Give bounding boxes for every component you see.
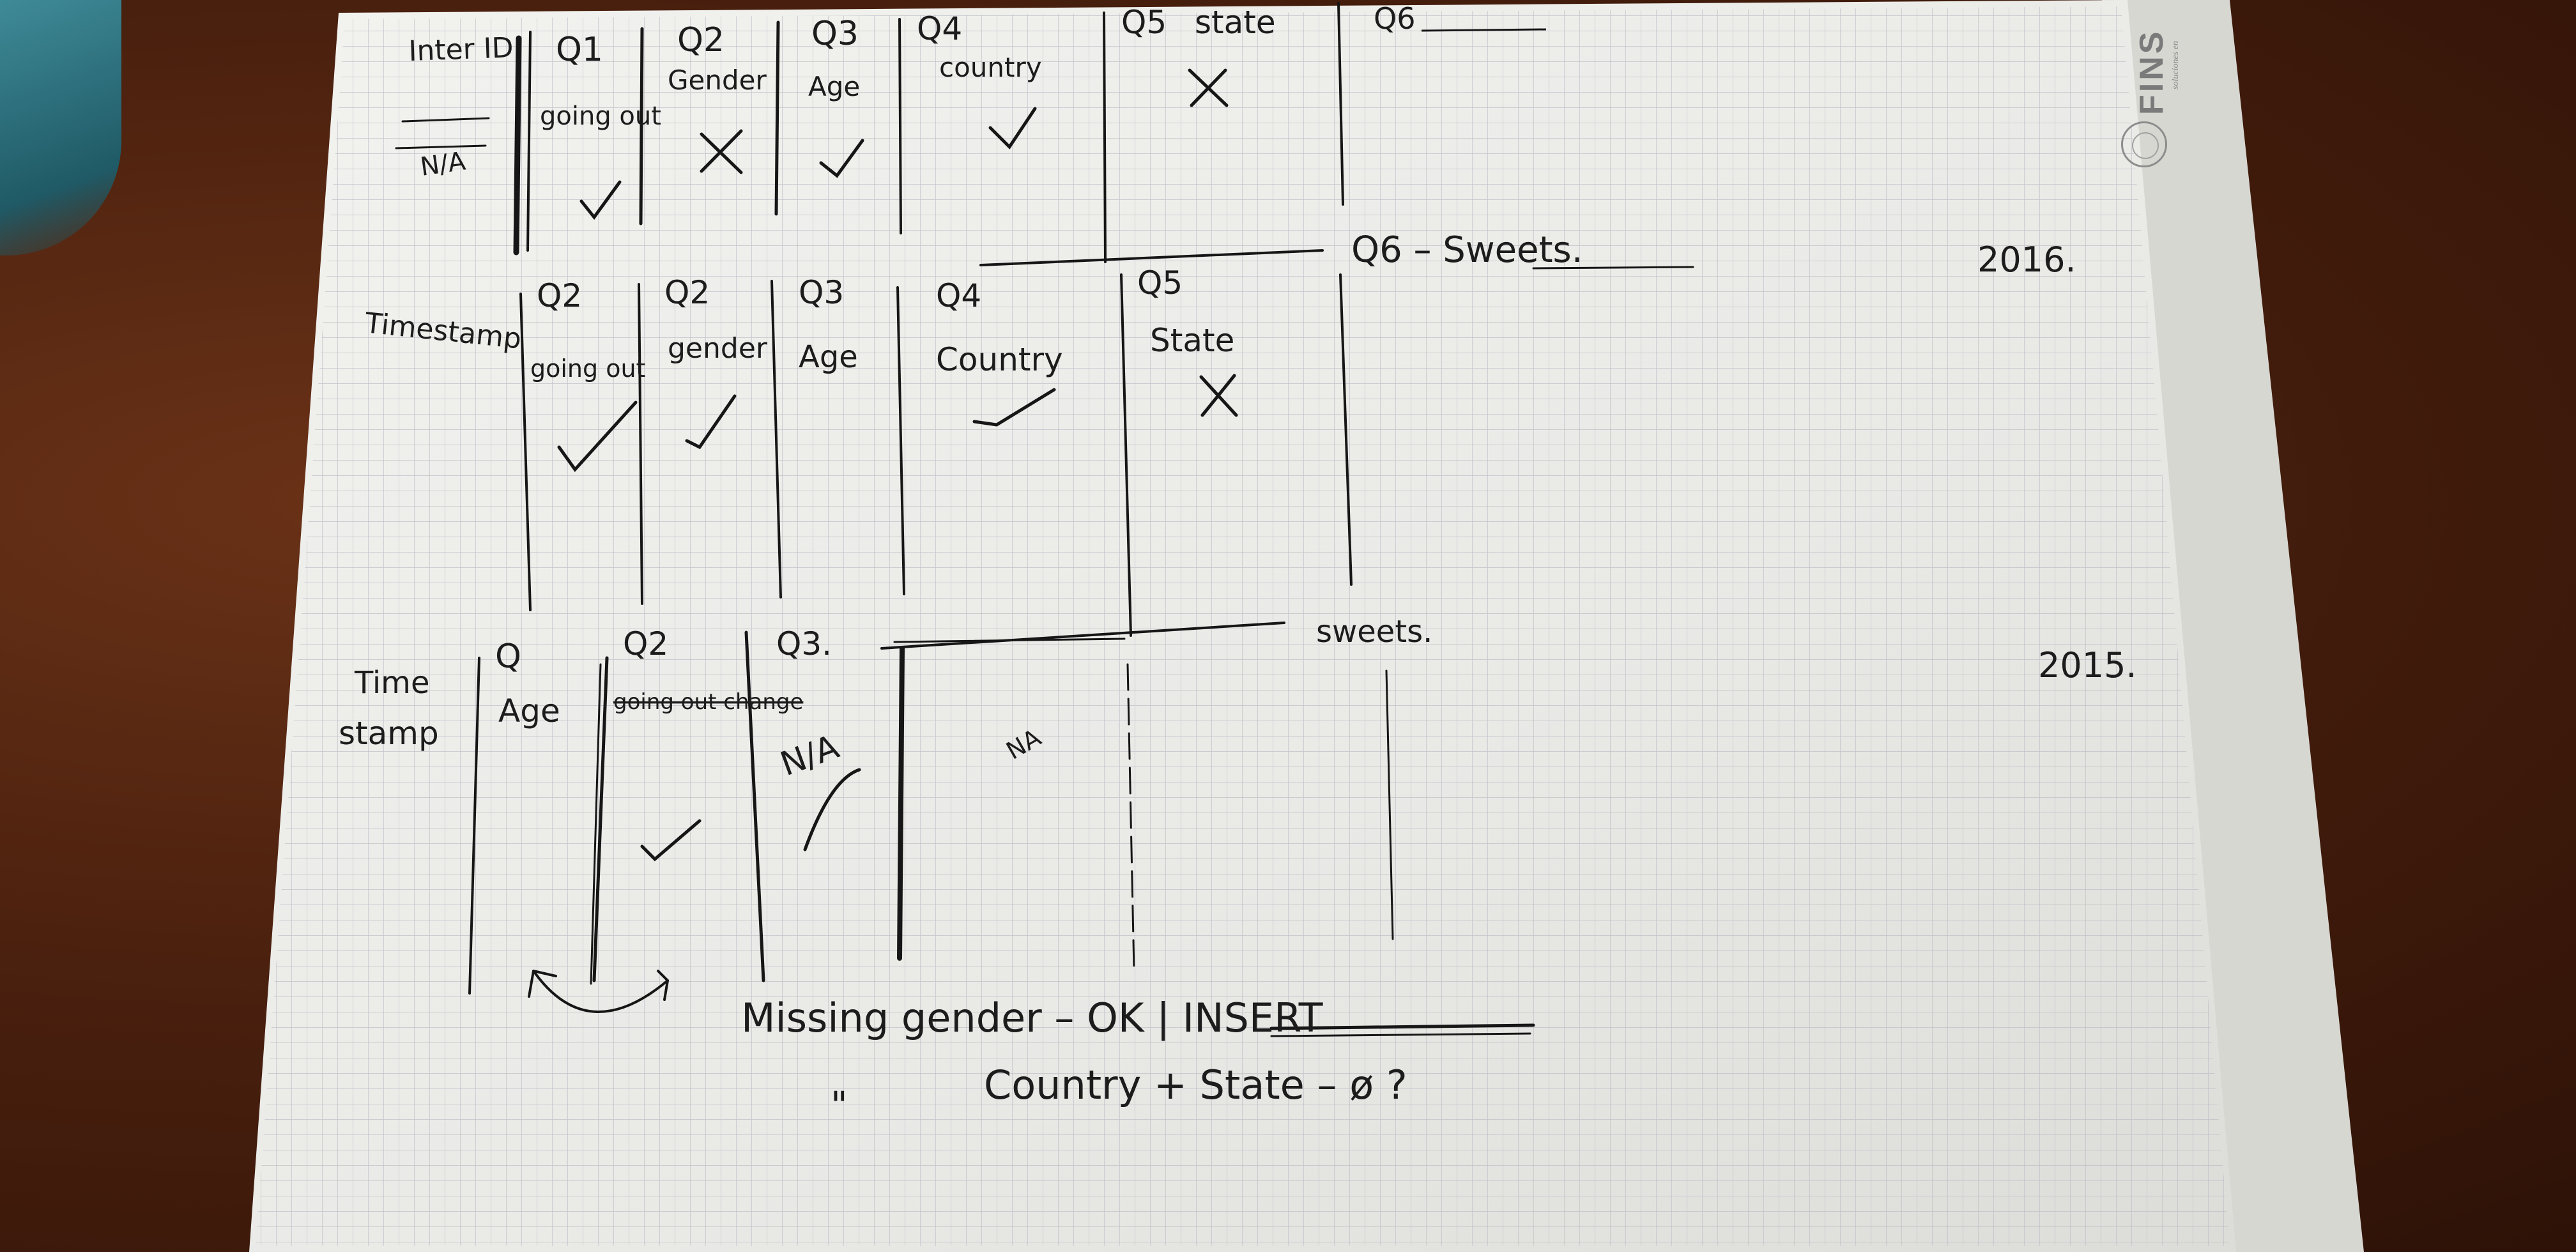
row2016-sweets-label: Q6 – Sweets. [1351,229,1583,271]
row2016-q2b-text: gender [668,332,768,365]
brand-tagline: soluciones en [2171,41,2181,89]
cross-mark [1188,68,1229,107]
row2016-q4-number: Q4 [936,277,981,314]
check-mark [972,388,1056,427]
q6-blank-line [1421,28,1547,32]
header-q6-label: Q6 [1374,1,1415,36]
row2016-q3-text: Age [799,339,858,375]
brand-seal [2121,121,2167,167]
note-line-1: Missing gender – OK | INSERT [741,995,1324,1042]
row2016-q5-text: State [1150,322,1234,359]
check-marks [557,107,1056,862]
row2015-sweets-label: sweets. [1316,614,1432,650]
check-mark [803,768,861,851]
header-q2-number: Q2 [677,21,724,59]
header-q2-text: Gender [668,65,767,96]
row2015-label-line1: Time [354,665,429,701]
check-mark [819,139,864,178]
cross-mark [700,129,743,174]
check-mark [579,180,622,220]
check-mark [685,394,737,450]
row2015-q1-number: Q [495,637,521,676]
header-q4-text: country [939,52,1042,83]
row2015-label-line2: stamp [339,715,439,752]
row2016-q2b-number: Q2 [664,274,710,311]
cross-mark [1199,374,1238,417]
row2015-q1-text: Age [498,692,560,729]
check-mark [640,819,702,862]
header-row-label: Inter ID [408,31,514,68]
header-q5-text: state [1195,4,1276,41]
brand-logo-text: FINS [2133,29,2170,115]
cross-marks [700,68,1238,417]
check-mark [988,107,1037,149]
header-q3-text: Age [808,71,860,102]
row2016-q2a-text: going out [530,355,645,383]
row2015-q3-number: Q3. [776,625,832,662]
row2016-q4-text: Country [936,341,1063,378]
note-ditto: " [831,1083,848,1127]
row2015-q2-text: going out change [613,689,803,715]
ink-lines [395,2,1694,1037]
header-q4-number: Q4 [917,10,962,47]
row2016-q5-number: Q5 [1137,264,1183,302]
header-q5-label: Q5 [1121,4,1167,41]
row2016-q3-number: Q3 [799,274,844,311]
header-q3-number: Q3 [811,15,859,53]
row2015-q2-number: Q2 [623,625,668,662]
header-q1-text: going out [540,102,661,131]
row2015-year: 2015. [2038,645,2137,685]
header-row-sublabel: N/A [418,146,468,181]
row2016-year: 2016. [1977,240,2076,280]
row2016-q2a-number: Q2 [537,277,582,314]
check-mark [557,401,638,472]
header-q1-number: Q1 [556,31,603,69]
note-line-2: Country + State – ø ? [984,1062,1407,1108]
